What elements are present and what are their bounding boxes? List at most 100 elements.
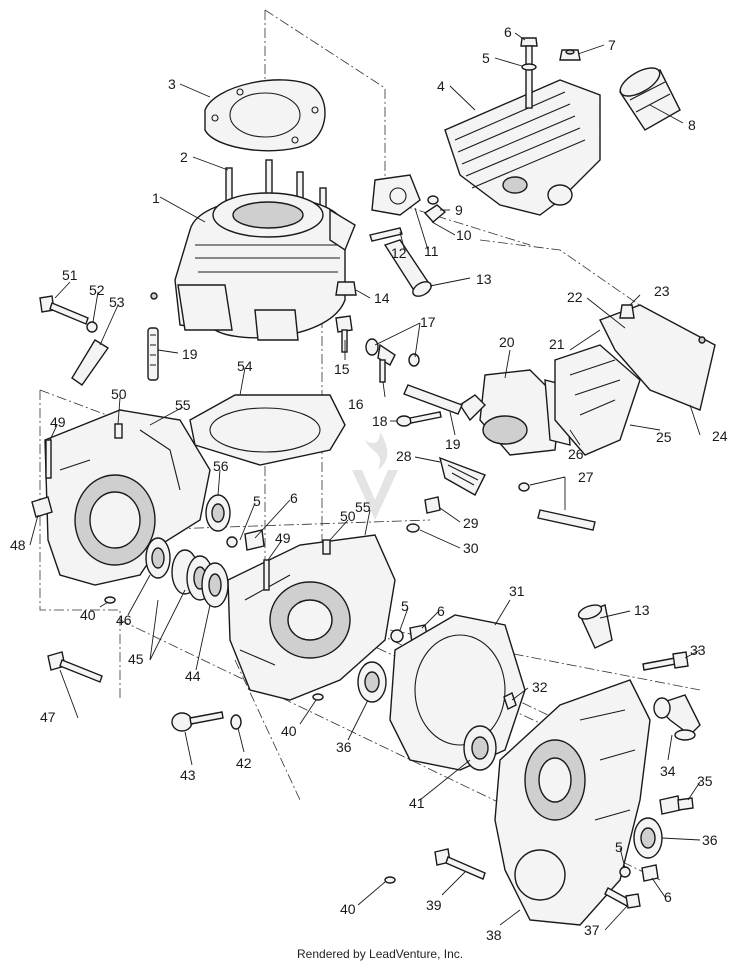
callout-6-left: 6 xyxy=(290,490,298,506)
spacer-19-right xyxy=(403,384,463,415)
linkage-bar xyxy=(537,509,596,531)
callout-24: 24 xyxy=(712,428,728,444)
callout-8: 8 xyxy=(688,117,696,133)
callout-5-left: 5 xyxy=(253,493,261,509)
callout-28: 28 xyxy=(396,448,412,464)
dowel-40-left xyxy=(104,596,116,604)
callout-25: 25 xyxy=(656,429,672,445)
callout-labels: 1 2 3 4 5 6 7 8 9 10 11 12 13 14 15 16 1… xyxy=(10,24,728,943)
callout-54: 54 xyxy=(237,358,253,374)
clip-27 xyxy=(518,482,530,492)
callout-22: 22 xyxy=(567,289,583,305)
callout-15: 15 xyxy=(334,361,350,377)
banjo-fitting xyxy=(365,338,420,383)
callout-23: 23 xyxy=(654,283,670,299)
callout-49b: 49 xyxy=(275,530,291,546)
watermark-logo xyxy=(352,432,398,520)
gasket-31 xyxy=(389,614,526,771)
washer-5-right xyxy=(619,866,631,878)
callout-6: 6 xyxy=(504,24,512,40)
bearing-56 xyxy=(205,494,231,532)
callout-32: 32 xyxy=(532,679,548,695)
bolt-18 xyxy=(396,411,442,427)
callout-42: 42 xyxy=(236,755,252,771)
callout-40b: 40 xyxy=(281,723,297,739)
bearing-41 xyxy=(463,725,497,771)
washer-52 xyxy=(86,321,98,333)
dowel-40-center xyxy=(312,693,324,701)
screw-23 xyxy=(619,304,635,319)
callout-43: 43 xyxy=(180,767,196,783)
callout-39: 39 xyxy=(426,897,442,913)
callout-29: 29 xyxy=(463,515,479,531)
spacer-19-left xyxy=(147,327,159,381)
bolt-37 xyxy=(604,887,641,909)
callout-11: 11 xyxy=(424,243,439,259)
cylinder-head xyxy=(444,79,601,216)
callout-9: 9 xyxy=(455,202,463,218)
callout-5: 5 xyxy=(482,50,490,66)
callout-55a: 55 xyxy=(175,397,191,413)
callout-51: 51 xyxy=(62,267,78,283)
callout-55b: 55 xyxy=(355,499,371,515)
bolt-6-left xyxy=(244,529,265,551)
callout-50a: 50 xyxy=(111,386,127,402)
oil-pump-cover xyxy=(438,456,486,496)
bolt-6-right xyxy=(641,864,659,882)
reed-plate xyxy=(599,304,716,411)
callout-26: 26 xyxy=(568,446,584,462)
bolt-29 xyxy=(424,496,441,514)
callout-52: 52 xyxy=(89,282,105,298)
stud-49-left xyxy=(45,439,52,479)
head-nut xyxy=(559,49,581,61)
callout-46: 46 xyxy=(116,612,132,628)
water-hose-fitting-lower xyxy=(577,604,613,649)
callout-5-center: 5 xyxy=(401,598,409,614)
crankcase-cover xyxy=(494,679,651,926)
crankcase-left xyxy=(44,409,211,586)
crank-bearing-44 xyxy=(201,562,229,608)
callout-6-right: 6 xyxy=(664,889,672,905)
nut-14 xyxy=(335,281,357,296)
callout-16: 16 xyxy=(348,396,364,412)
leader-lines xyxy=(29,32,701,931)
callout-36a: 36 xyxy=(336,739,352,755)
callout-27: 27 xyxy=(578,469,594,485)
callout-40c: 40 xyxy=(340,901,356,917)
o-ring-42 xyxy=(230,714,242,730)
callout-44: 44 xyxy=(185,668,201,684)
callout-13-lower: 13 xyxy=(634,602,650,618)
callout-14: 14 xyxy=(374,290,390,306)
crank-seal-36-center xyxy=(357,661,387,703)
bolt-39 xyxy=(434,848,486,880)
callout-1: 1 xyxy=(152,190,160,206)
crank-seal-36-right xyxy=(633,817,663,859)
water-hose-fitting-upper xyxy=(383,239,432,297)
dowel-40-lower xyxy=(384,876,396,884)
callout-48: 48 xyxy=(10,537,26,553)
callout-17: 17 xyxy=(420,314,436,330)
crank-bearings-45 xyxy=(171,549,214,601)
drain-plug xyxy=(171,711,224,732)
callout-50b: 50 xyxy=(340,508,356,524)
head-gasket xyxy=(204,79,326,152)
callout-34: 34 xyxy=(660,763,676,779)
washer-5-center xyxy=(390,629,404,643)
pin-32 xyxy=(503,692,517,710)
callout-47: 47 xyxy=(40,709,56,725)
callout-40a: 40 xyxy=(80,607,96,623)
callout-5-right: 5 xyxy=(615,839,623,855)
callout-38: 38 xyxy=(486,927,502,943)
bolt-51 xyxy=(39,295,89,325)
washer-5-left xyxy=(226,536,238,548)
washer-30 xyxy=(406,523,420,533)
callout-33: 33 xyxy=(690,642,706,658)
callout-4: 4 xyxy=(437,78,445,94)
dowel-50-left xyxy=(114,423,123,439)
bolt-47 xyxy=(47,651,103,683)
callout-19b: 19 xyxy=(445,436,461,452)
bolt-33 xyxy=(642,651,689,671)
callout-21: 21 xyxy=(549,336,565,352)
callout-36b: 36 xyxy=(702,832,718,848)
